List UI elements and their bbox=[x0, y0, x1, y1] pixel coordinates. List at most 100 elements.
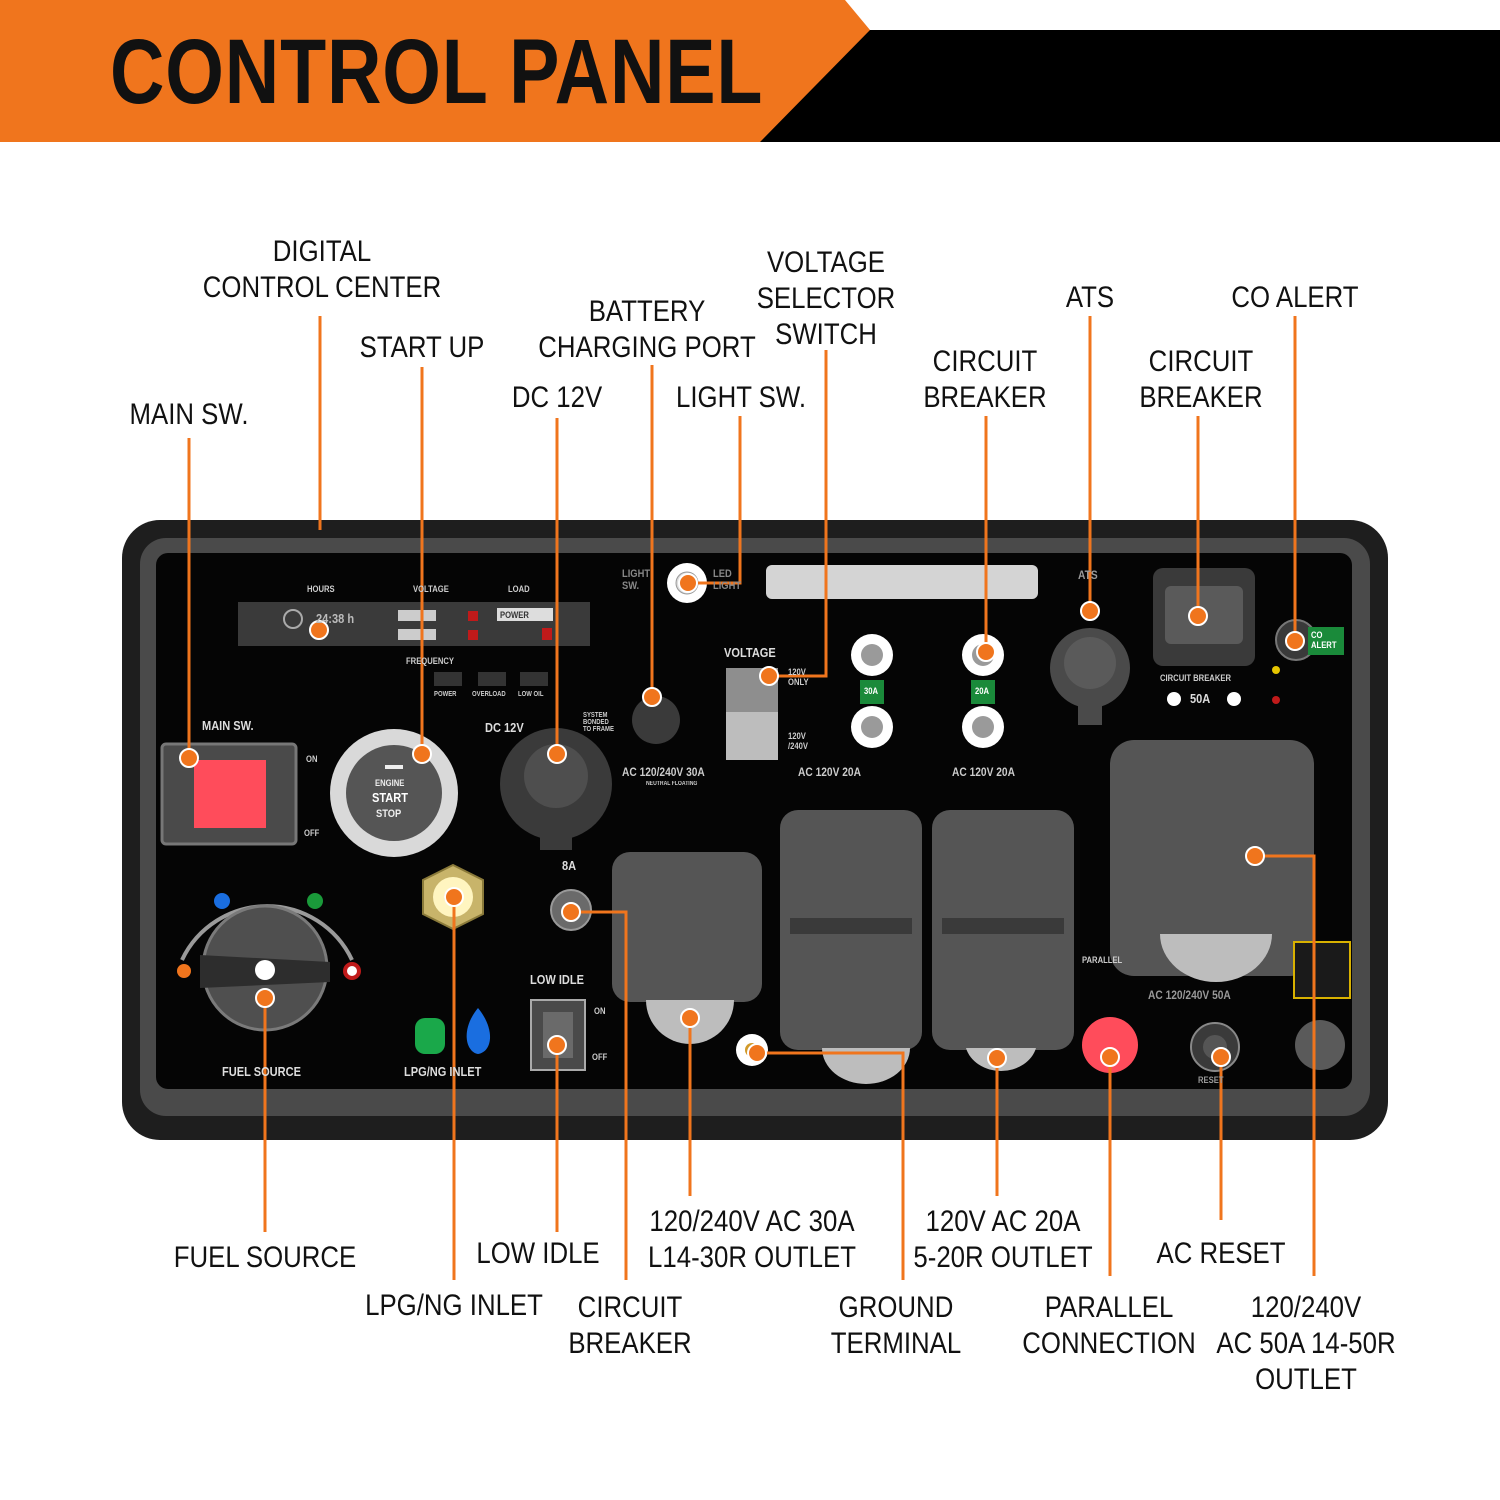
14-50r-outlet-cover bbox=[1110, 740, 1314, 976]
hours-value: 24:38 h bbox=[316, 611, 355, 626]
start-line-1: ENGINE bbox=[375, 778, 405, 788]
outlet-50a-panel-label: AC 120/240V 50A bbox=[1148, 988, 1231, 1002]
low-idle-off: OFF bbox=[592, 1052, 608, 1062]
battery-charging-port bbox=[632, 696, 680, 744]
callout-ac-reset: AC RESET bbox=[1156, 1237, 1286, 1270]
callout-low-idle: LOW IDLE bbox=[476, 1237, 600, 1270]
callout-light-sw: LIGHT SW. bbox=[676, 381, 806, 414]
overload-indicator bbox=[478, 672, 506, 686]
frequency-label: FREQUENCY bbox=[406, 656, 455, 666]
reset-panel-label: RESET bbox=[1198, 1075, 1224, 1085]
low-idle-on: ON bbox=[594, 1006, 606, 1016]
panel-cap bbox=[1295, 1020, 1345, 1070]
dc12v-socket-cap bbox=[524, 744, 588, 808]
co-alert-badge bbox=[1308, 627, 1344, 655]
fuel-knob-center bbox=[255, 960, 275, 980]
outlet-20a-2-panel-label: AC 120V 20A bbox=[952, 765, 1015, 779]
voltage-led bbox=[468, 611, 478, 621]
start-indicator bbox=[385, 765, 403, 769]
clock-icon bbox=[283, 609, 303, 629]
breaker-20a-label: 20A bbox=[975, 686, 990, 696]
start-line-2: START bbox=[372, 790, 409, 805]
main-switch-on: ON bbox=[306, 754, 318, 764]
indicator-low-oil-label: LOW OIL bbox=[518, 691, 544, 698]
14-50r-outlet-flap bbox=[1160, 934, 1272, 982]
load-label: LOAD bbox=[508, 584, 530, 594]
callout-leader-lines bbox=[187, 316, 1316, 1280]
callout-main-sw: MAIN SW. bbox=[129, 398, 249, 431]
callout-co-alert: CO ALERT bbox=[1231, 281, 1359, 314]
circuit-breaker-panel-label: CIRCUIT BREAKER bbox=[1160, 673, 1231, 683]
indicator-power-label: POWER bbox=[434, 691, 457, 698]
power-tag-label: POWER bbox=[500, 610, 529, 620]
dc12v-panel-label: DC 12V bbox=[485, 720, 524, 735]
frequency-led bbox=[468, 630, 478, 640]
l14-30r-outlet-cover bbox=[612, 852, 762, 1002]
dc12v-cap-tab bbox=[540, 826, 572, 850]
system-bonded-label: SYSTEM BONDED TO FRAME bbox=[583, 712, 614, 733]
breaker-20a-tag bbox=[971, 680, 995, 704]
lpg-dot bbox=[307, 893, 323, 909]
load-led bbox=[542, 628, 552, 640]
main-switch-rocker bbox=[194, 760, 266, 828]
low-idle-panel-label: LOW IDLE bbox=[530, 972, 585, 987]
parallel-connection-port bbox=[1082, 1017, 1138, 1073]
v120-240-label: 120V /240V bbox=[788, 731, 809, 751]
page-title: CONTROL PANEL bbox=[110, 21, 764, 123]
start-button-face bbox=[346, 745, 442, 841]
v120-only-label: 120V ONLY bbox=[788, 667, 809, 687]
breaker-30a-label: 30A bbox=[864, 686, 879, 696]
callout-ats: ATS bbox=[1065, 281, 1115, 314]
indicator-overload-label: OVERLOAD bbox=[472, 691, 506, 698]
callout-lpg-ng-inlet: LPG/NG INLET bbox=[365, 1289, 543, 1322]
breaker-50a-label: 50A bbox=[1190, 691, 1211, 706]
fuel-source-panel-label: FUEL SOURCE bbox=[222, 1064, 301, 1079]
outlet-30a-panel-label: AC 120/240V 30A bbox=[622, 765, 705, 779]
voltage-display-label: VOLTAGE bbox=[413, 584, 449, 594]
power-tag bbox=[497, 608, 553, 621]
co-alert-panel-label: CO ALERT bbox=[1311, 630, 1337, 650]
natural-gas-flame-icon bbox=[466, 1008, 491, 1054]
callout-start-up: START UP bbox=[359, 331, 485, 364]
callout-fuel-source: FUEL SOURCE bbox=[173, 1241, 357, 1274]
main-switch-label: MAIN SW. bbox=[202, 718, 254, 733]
parallel-panel-label: PARALLEL bbox=[1082, 955, 1123, 965]
frequency-tag bbox=[398, 629, 436, 640]
lpg-ng-inlet-panel-label: LPG/NG INLET bbox=[404, 1064, 482, 1079]
led-light-bar bbox=[766, 565, 1038, 599]
header-accent bbox=[0, 0, 870, 142]
main-switch-off: OFF bbox=[304, 828, 320, 838]
neutral-floating-30a: NEUTRAL FLOATING bbox=[646, 781, 698, 787]
led-light-panel-label: LED LIGHT bbox=[713, 568, 742, 592]
callout-dots bbox=[179, 573, 1305, 1068]
callout-dc-12v: DC 12V bbox=[511, 381, 603, 414]
warning-plate bbox=[1293, 941, 1351, 999]
ats-panel-label: ATS bbox=[1078, 568, 1098, 582]
hours-label: HOURS bbox=[307, 584, 335, 594]
voltage-selector-panel-label: VOLTAGE bbox=[724, 645, 776, 660]
lpg-tank-icon bbox=[415, 1018, 445, 1054]
start-line-3: STOP bbox=[376, 808, 402, 820]
off-dot bbox=[343, 962, 361, 980]
low-oil-indicator bbox=[520, 672, 548, 686]
gas-dot bbox=[177, 964, 191, 978]
voltage-tag bbox=[398, 610, 436, 621]
light-switch-panel-label: LIGHT SW. bbox=[622, 568, 651, 592]
outlet-20a-1-panel-label: AC 120V 20A bbox=[798, 765, 861, 779]
power-indicator bbox=[434, 672, 462, 686]
ng-dot bbox=[214, 893, 230, 909]
breaker-8a-label: 8A bbox=[562, 858, 577, 873]
breaker-30a-tag bbox=[860, 680, 884, 704]
